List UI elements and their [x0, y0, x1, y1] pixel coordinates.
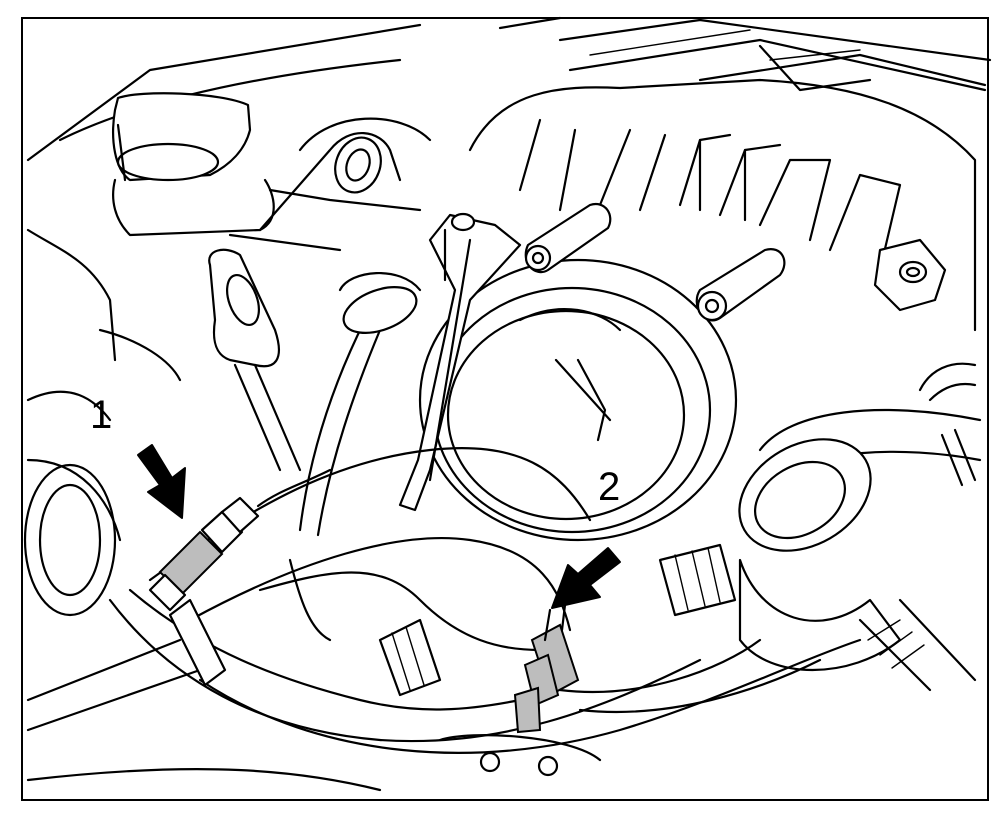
connector-2	[513, 603, 580, 734]
callout-1-label: 1	[90, 393, 112, 437]
arrow-2-icon	[551, 547, 621, 609]
arrow-1-icon	[137, 444, 186, 519]
callout-2-label: 2	[598, 465, 620, 509]
connector-1	[148, 468, 332, 687]
engine-illustration	[23, 16, 992, 792]
